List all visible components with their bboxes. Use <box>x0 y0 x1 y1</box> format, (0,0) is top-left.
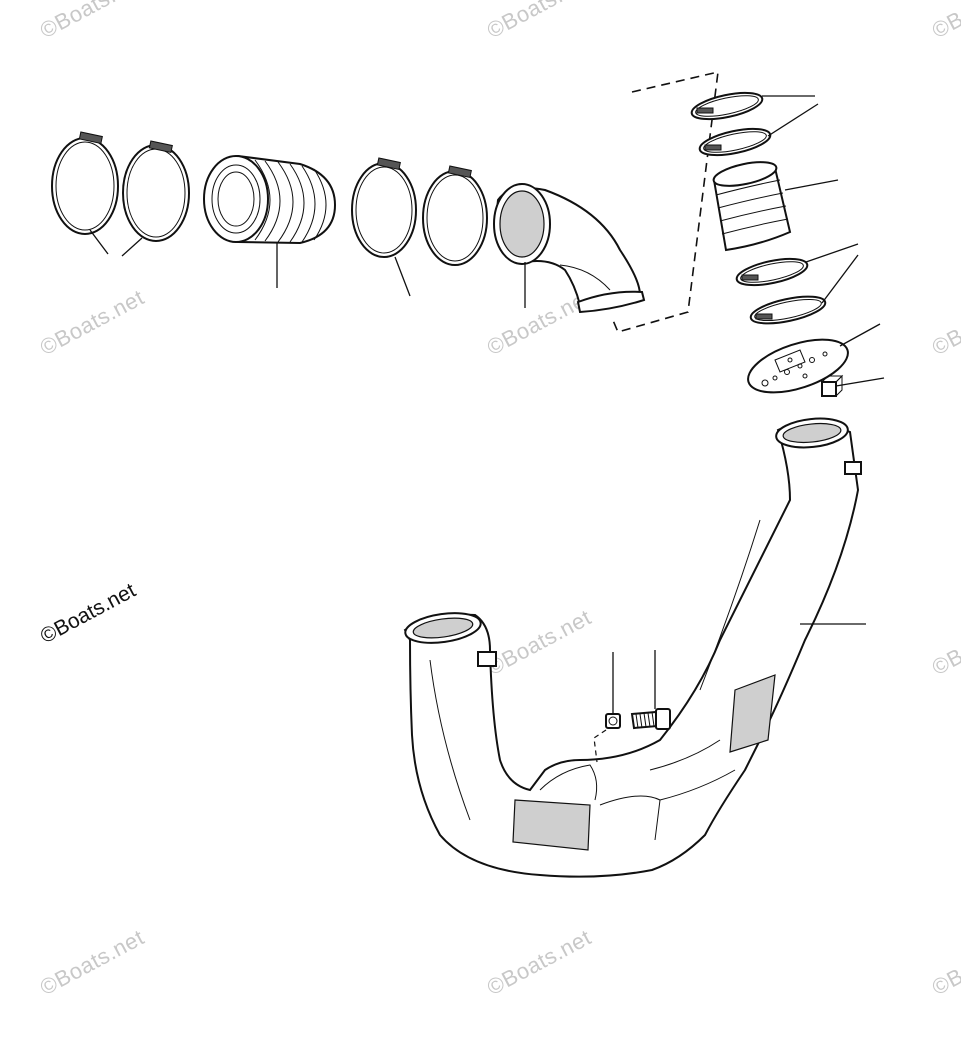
hose-clamp-icon <box>351 157 417 258</box>
hose-clamp-icon <box>690 91 764 121</box>
hose-clamp-icon <box>122 140 190 242</box>
exhaust-pipe-icon <box>403 417 862 878</box>
hose-clamp-icon <box>698 127 772 157</box>
hose-clamp-icon <box>735 257 809 287</box>
bolt-dashed-leader <box>593 729 607 763</box>
hose-clamp-icon <box>51 131 119 235</box>
callout-leader-lines <box>89 95 885 714</box>
hose-clamp-icon <box>422 165 488 266</box>
group-bracket <box>611 70 719 333</box>
gasket-icon <box>747 338 849 394</box>
elbow-pipe-icon <box>493 183 646 314</box>
fitting-icon <box>821 374 844 397</box>
bolt-icon <box>630 708 671 730</box>
nut-icon <box>605 713 621 729</box>
rubber-bellows-icon <box>203 154 337 245</box>
hose-clamp-icon <box>749 295 827 325</box>
rubber-bellows-icon <box>712 161 792 252</box>
